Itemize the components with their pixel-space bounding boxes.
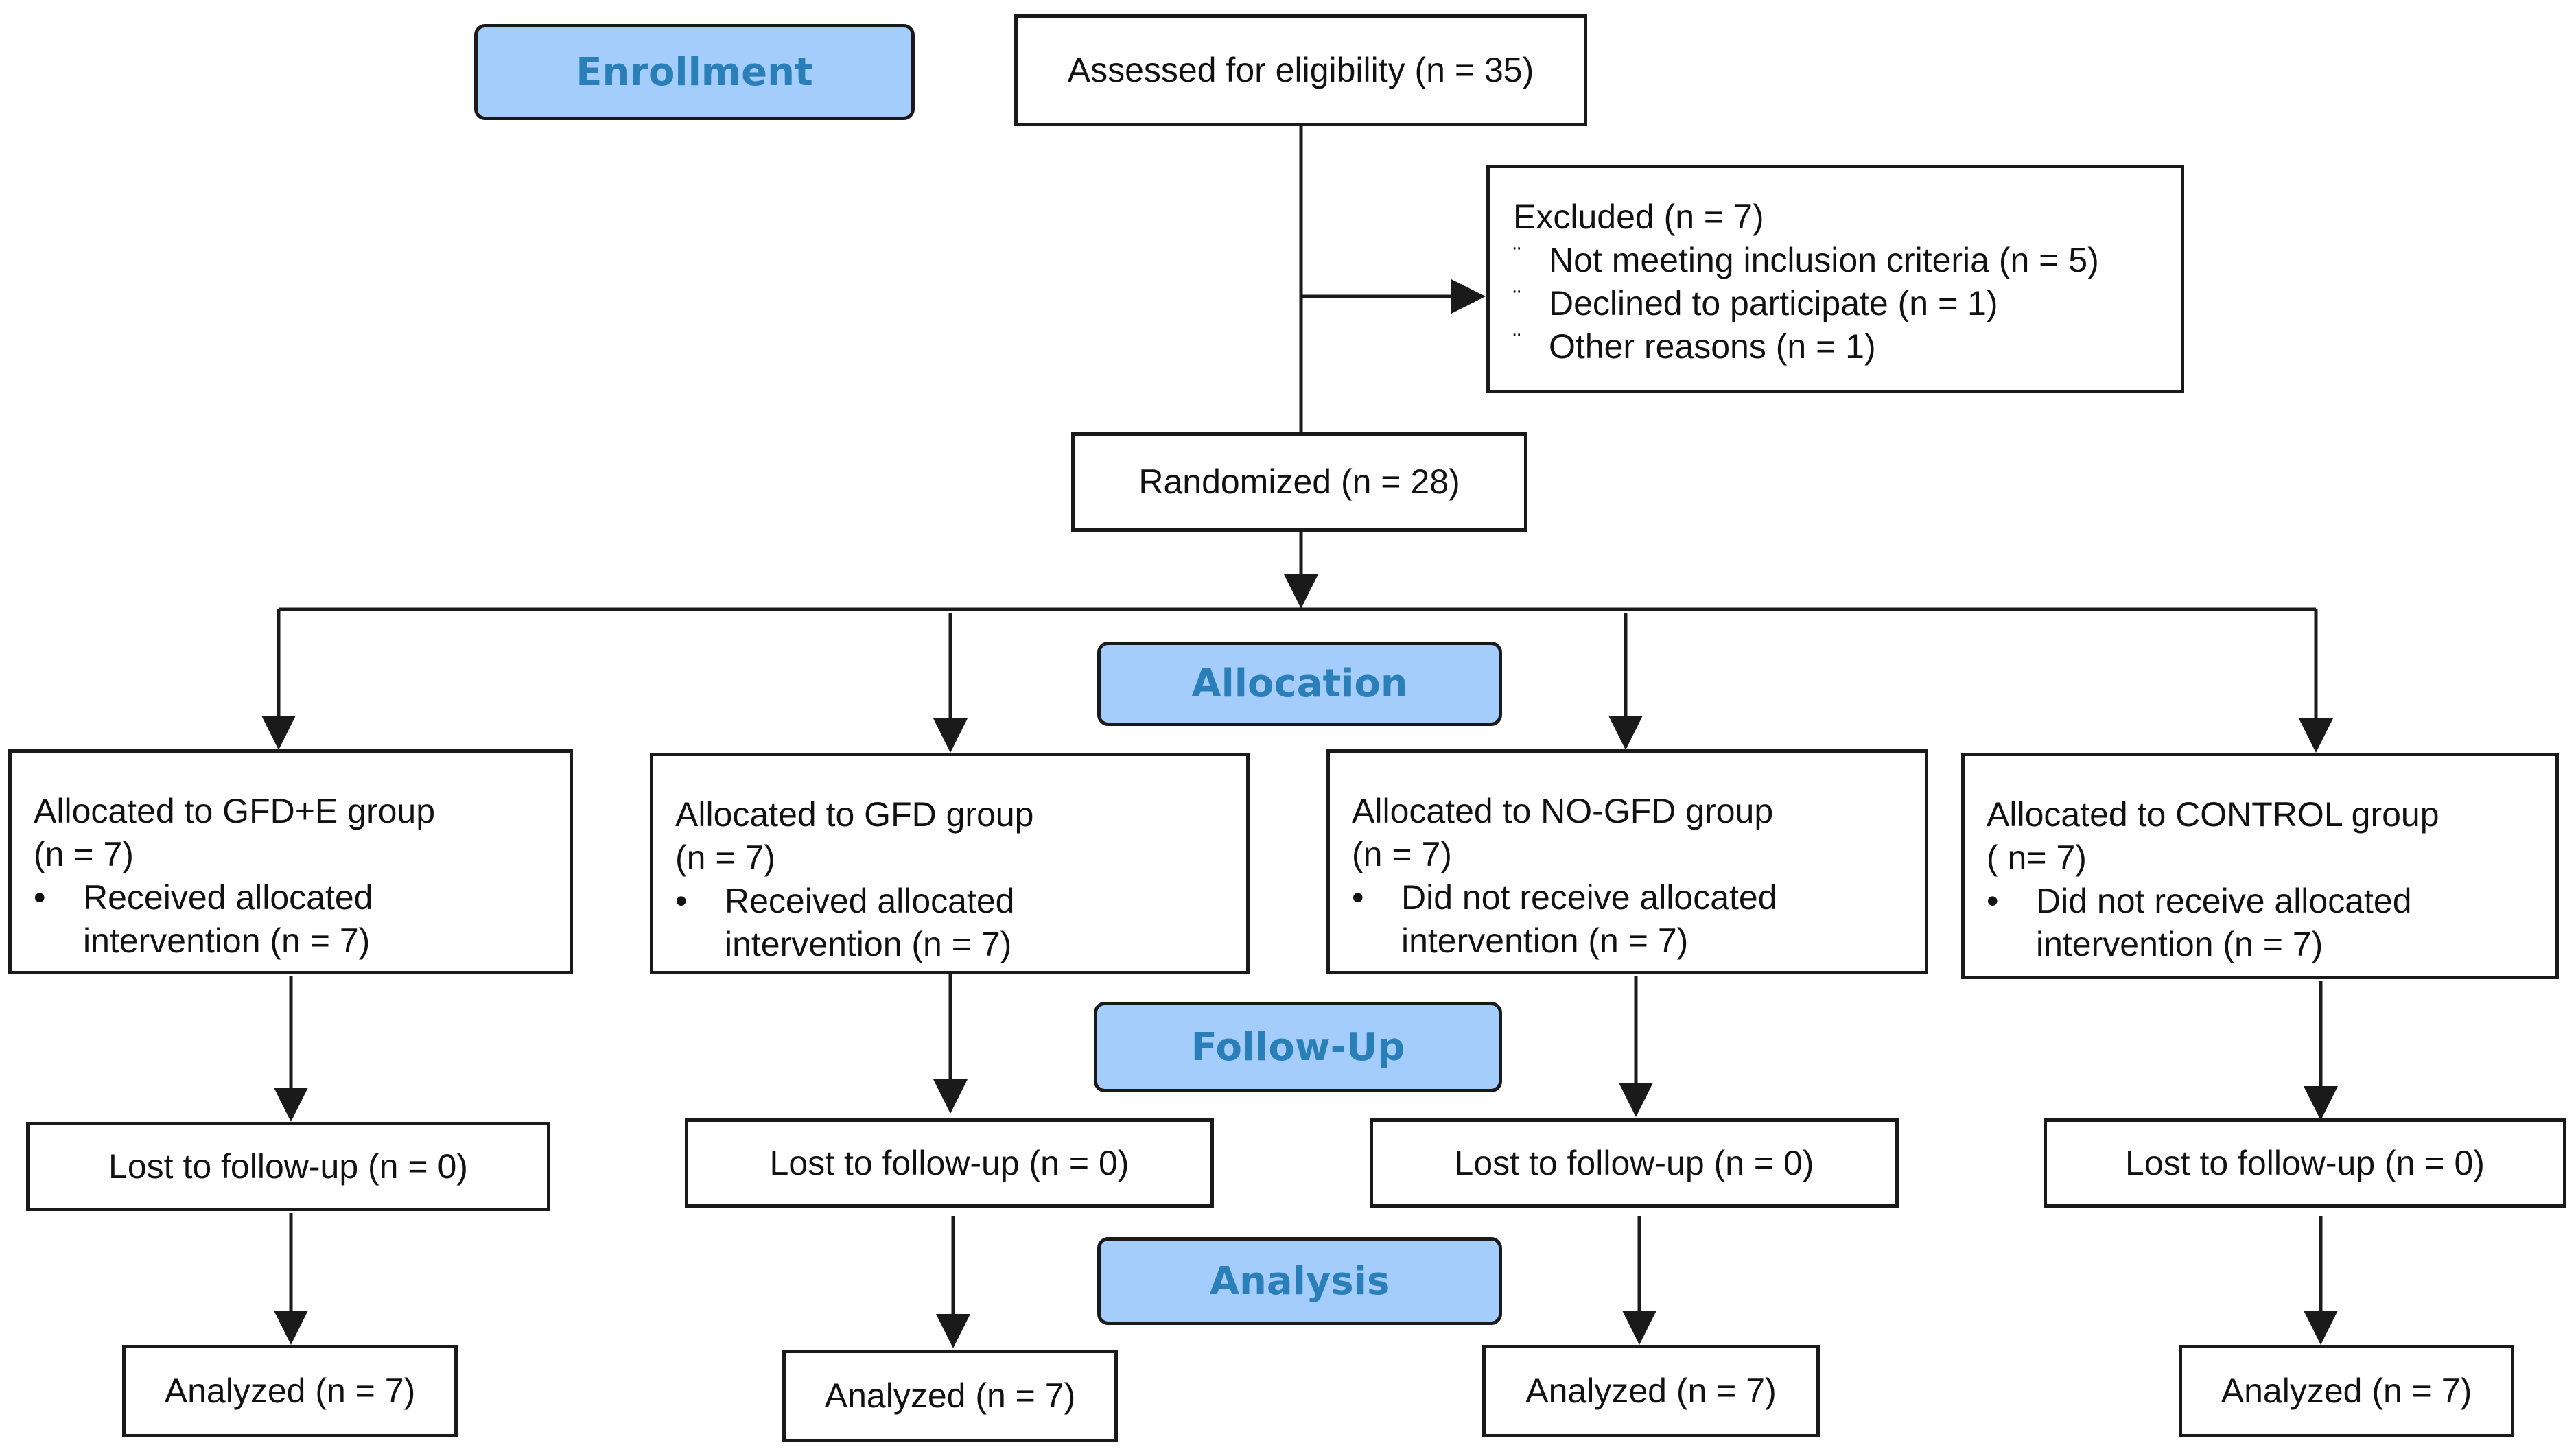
- stage-follow-up-label: Follow-Up: [1191, 1024, 1405, 1070]
- analyzed-4-text: Analyzed (n = 7): [2221, 1372, 2472, 1410]
- intervention-4: • Did not receive allocated: [1987, 880, 2533, 923]
- lost-box-3: Lost to follow-up (n = 0): [1370, 1118, 1899, 1208]
- excluded-reason-3-mark: ¨: [1513, 329, 1521, 355]
- excluded-reason-3: ¨ Other reasons (n = 1): [1513, 325, 2157, 368]
- allocated-box-4: Allocated to CONTROL group ( n= 7) • Did …: [1961, 753, 2559, 979]
- bullet-3: •: [1352, 878, 1364, 917]
- intervention-4-line1: Did not receive allocated: [2036, 882, 2412, 920]
- allocated-1-line2: (n = 7): [34, 835, 134, 873]
- excluded-reason-1: ¨ Not meeting inclusion criteria (n = 5): [1513, 239, 2157, 282]
- excluded-box: Excluded (n = 7) ¨ Not meeting inclusion…: [1486, 165, 2184, 393]
- stage-analysis: Analysis: [1097, 1237, 1502, 1325]
- allocated-1-line1: Allocated to GFD+E group: [34, 792, 436, 830]
- lost-4-text: Lost to follow-up (n = 0): [2125, 1143, 2485, 1182]
- excluded-reason-2-mark: ¨: [1513, 286, 1521, 312]
- excluded-reason-2: ¨ Declined to participate (n = 1): [1513, 282, 2157, 325]
- stage-enrollment: Enrollment: [474, 24, 915, 120]
- randomized-text: Randomized (n = 28): [1138, 462, 1460, 501]
- allocated-3-line1: Allocated to NO-GFD group: [1352, 792, 1774, 830]
- intervention-3-cont: intervention (n = 7): [1352, 919, 1903, 963]
- stage-allocation: Allocation: [1097, 642, 1502, 726]
- lost-2-text: Lost to follow-up (n = 0): [769, 1143, 1129, 1182]
- allocated-2-line1: Allocated to GFD group: [675, 795, 1034, 834]
- allocated-4-line2: ( n= 7): [1987, 838, 2087, 877]
- lost-3-text: Lost to follow-up (n = 0): [1454, 1143, 1814, 1182]
- lost-box-1: Lost to follow-up (n = 0): [26, 1122, 550, 1211]
- stage-allocation-label: Allocation: [1191, 661, 1408, 706]
- intervention-2-cont: intervention (n = 7): [675, 923, 1224, 966]
- analyzed-1-text: Analyzed (n = 7): [164, 1372, 416, 1410]
- allocated-box-3: Allocated to NO-GFD group (n = 7) • Did n…: [1326, 749, 1928, 974]
- lost-1-text: Lost to follow-up (n = 0): [108, 1147, 468, 1186]
- lost-box-2: Lost to follow-up (n = 0): [685, 1118, 1214, 1208]
- bullet-4: •: [1987, 882, 1999, 920]
- lost-box-4: Lost to follow-up (n = 0): [2044, 1118, 2566, 1208]
- intervention-1-cont: intervention (n = 7): [34, 919, 548, 963]
- assessed-text: Assessed for eligibility (n = 35): [1067, 51, 1534, 89]
- excluded-reason-1-text: Not meeting inclusion criteria (n = 5): [1549, 241, 2099, 279]
- bullet-2: •: [675, 882, 688, 920]
- intervention-1-line1: Received allocated: [83, 878, 373, 917]
- excluded-reason-3-text: Other reasons (n = 1): [1549, 327, 1876, 366]
- intervention-3-line2: intervention (n = 7): [1401, 921, 1689, 960]
- excluded-reason-2-text: Declined to participate (n = 1): [1549, 284, 1998, 322]
- analyzed-box-1: Analyzed (n = 7): [122, 1345, 458, 1437]
- randomized-box: Randomized (n = 28): [1071, 432, 1527, 532]
- allocated-3-line2: (n = 7): [1352, 835, 1452, 873]
- excluded-reason-1-mark: ¨: [1513, 243, 1521, 269]
- stage-follow-up: Follow-Up: [1094, 1002, 1502, 1092]
- intervention-2-line2: intervention (n = 7): [725, 925, 1012, 963]
- allocated-4-line1: Allocated to CONTROL group: [1987, 795, 2439, 834]
- analyzed-3-text: Analyzed (n = 7): [1525, 1372, 1777, 1410]
- analyzed-box-4: Analyzed (n = 7): [2179, 1345, 2514, 1437]
- analyzed-box-2: Analyzed (n = 7): [782, 1350, 1118, 1442]
- intervention-4-cont: intervention (n = 7): [1987, 923, 2533, 966]
- intervention-1: • Received allocated: [34, 876, 548, 919]
- assessed-box: Assessed for eligibility (n = 35): [1014, 14, 1587, 126]
- intervention-4-line2: intervention (n = 7): [2036, 925, 2323, 963]
- allocated-box-2: Allocated to GFD group (n = 7) • Received…: [650, 753, 1250, 974]
- bullet-1: •: [34, 878, 46, 917]
- intervention-3: • Did not receive allocated: [1352, 876, 1903, 919]
- allocated-2-line2: (n = 7): [675, 838, 775, 877]
- intervention-2: • Received allocated: [675, 880, 1224, 923]
- analyzed-box-3: Analyzed (n = 7): [1482, 1345, 1820, 1437]
- intervention-1-line2: intervention (n = 7): [83, 921, 371, 960]
- stage-enrollment-label: Enrollment: [576, 49, 813, 95]
- allocated-box-1: Allocated to GFD+E group (n = 7) • Receiv…: [8, 749, 573, 974]
- intervention-3-line1: Did not receive allocated: [1401, 878, 1777, 917]
- excluded-title: Excluded (n = 7): [1513, 198, 1764, 236]
- stage-analysis-label: Analysis: [1209, 1258, 1390, 1304]
- intervention-2-line1: Received allocated: [725, 882, 1015, 920]
- analyzed-2-text: Analyzed (n = 7): [824, 1376, 1076, 1415]
